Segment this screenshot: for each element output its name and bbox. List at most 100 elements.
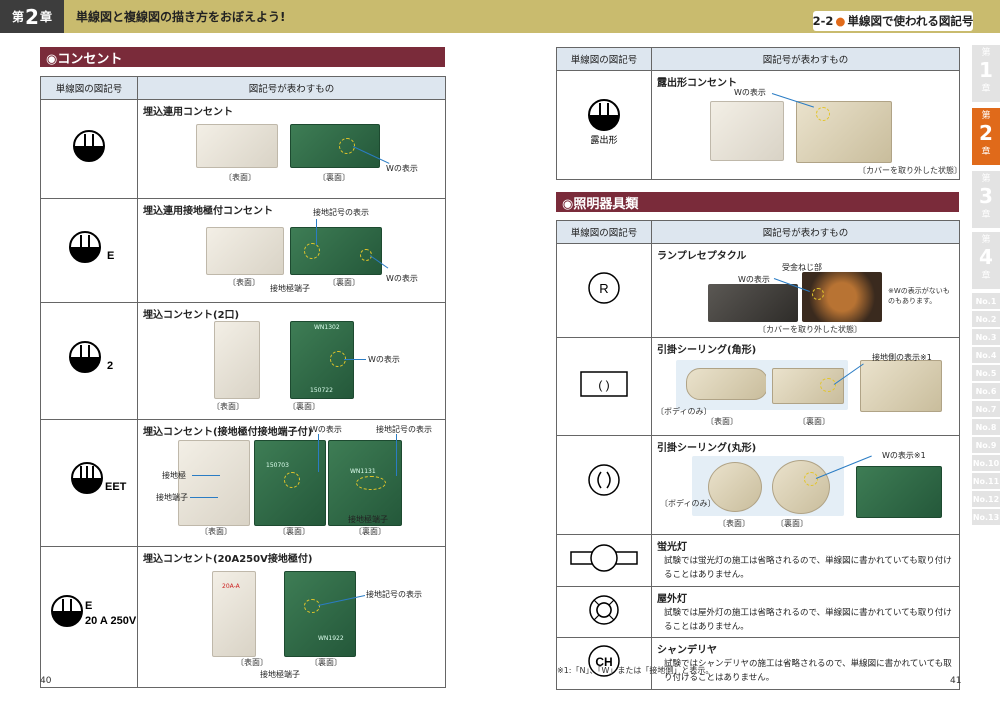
chapter-tab-3[interactable]: 第 3 章 [972, 171, 1000, 228]
photo-caption: 〔裏面〕 [278, 527, 310, 536]
item-name: 埋込連用コンセント [143, 107, 233, 118]
problem-tab[interactable]: No.1 [972, 293, 1000, 309]
exposed-outlet-open-photo [796, 101, 892, 163]
problem-tab[interactable]: No.9 [972, 437, 1000, 453]
tab-prefix: 第 [981, 48, 991, 58]
table-row: 露出形 露出形コンセント Wの表示 〔カバーを取り外した状態〕 [556, 70, 960, 180]
symbol-cell: E [40, 198, 138, 303]
double-outlet-symbol-icon: 2 [69, 341, 113, 373]
outlet-section-heading: ◉コンセント [40, 47, 445, 67]
chapter-tab-1[interactable]: 第 1 章 [972, 45, 1000, 102]
outlet-table: 単線図の図記号 図記号が表わすもの 埋込連用コンセント Wの表示 〔表面〕 〔裏… [40, 76, 446, 688]
chapter-suffix: 章 [39, 10, 52, 24]
tab-prefix: 第 [981, 235, 991, 245]
photo-caption: 〔表面〕 [200, 527, 232, 536]
table-row: EET 埋込コンセント(接地極付接地端子付) Wの表示 接地記号の表示 1507… [40, 419, 446, 547]
footnote: ※1:「N」、「W」または「接地側」と表示。 [557, 666, 714, 675]
col-header-symbol: 単線図の図記号 [556, 220, 652, 244]
callout-label: 接地極端子 [348, 515, 388, 524]
col-header-meaning: 図記号が表わすもの [651, 220, 960, 244]
problem-tab[interactable]: No.7 [972, 401, 1000, 417]
problem-tab[interactable]: No.5 [972, 365, 1000, 381]
meaning-cell: 蛍光灯 試験では蛍光灯の施工は省略されるので、単線図に書かれていても取り付けるこ… [651, 534, 960, 587]
outlet-front-photo [206, 227, 284, 275]
callout-label: 接地記号の表示 [366, 590, 422, 599]
photo-caption: 〔表面〕 [718, 519, 750, 528]
page-number-left: 40 [40, 676, 52, 686]
meaning-cell: 屋外灯 試験では屋外灯の施工は省略されるので、単線図に書かれていても取り付けるこ… [651, 586, 960, 638]
exposed-outlet-table: 単線図の図記号 図記号が表わすもの 露出形 露出形コンセント Wの表示 〔カバー… [556, 47, 960, 180]
callout-label: Wの表示 [734, 88, 766, 97]
table-row: 2 埋込コンセント(2口) WN1302 150722 Wの表示 〔表面〕 〔裏… [40, 302, 446, 420]
problem-tab[interactable]: No.11 [972, 473, 1000, 489]
round-ceiling-symbol-icon [588, 464, 620, 496]
tab-number: 4 [979, 245, 993, 269]
table-row: CH シャンデリヤ 試験ではシャンデリヤの施工は省略されるので、単線図に書かれて… [556, 637, 960, 690]
chapter-tab-4[interactable]: 第 4 章 [972, 232, 1000, 289]
outlet-back-photo [284, 571, 356, 657]
item-name: 埋込コンセント(2口) [143, 310, 240, 321]
description: 試験では蛍光灯の施工は省略されるので、単線図に書かれていても取り付けることはあり… [664, 556, 952, 580]
table-row: 屋外灯 試験では屋外灯の施工は省略されるので、単線図に書かれていても取り付けるこ… [556, 586, 960, 638]
meaning-cell: 引掛シーリング(丸形) Wの表示※1 〔ボディのみ〕 〔表面〕 〔裏面〕 [651, 435, 960, 535]
problem-tab[interactable]: No.13 [972, 509, 1000, 525]
symbol-label: E [107, 250, 114, 262]
symbol-cell: 露出形 [556, 70, 652, 180]
tab-suffix: 章 [981, 147, 991, 157]
leader-line [396, 434, 397, 476]
photo-caption: 〔裏面〕 [288, 402, 320, 411]
item-name: 露出形コンセント [657, 78, 737, 89]
symbol-cell: 2 [40, 302, 138, 420]
col-header-meaning: 図記号が表わすもの [137, 76, 446, 100]
symbol-cell [556, 435, 652, 535]
20a250v-outlet-symbol-icon: E 20 A 250V [51, 595, 137, 627]
item-name: 蛍光灯 [657, 542, 687, 553]
table-row: E 埋込連用接地極付コンセント 接地記号の表示 Wの表示 〔表面〕 〔裏面〕 接… [40, 198, 446, 303]
tab-suffix: 章 [981, 84, 991, 94]
problem-tab[interactable]: No.3 [972, 329, 1000, 345]
section-dot: ● [835, 14, 846, 28]
meaning-cell: 引掛シーリング(角形) 接地側の表示※1 〔ボディのみ〕 〔表面〕 〔裏面〕 [651, 337, 960, 436]
outlet-front-photo [196, 124, 278, 168]
photo-caption: 〔裏面〕 [354, 527, 386, 536]
section-number: 2-2 [812, 14, 834, 28]
callout-label: 接地記号の表示 [376, 425, 432, 434]
eet-outlet-symbol-icon: EET [71, 462, 127, 494]
meaning-cell: ランプレセプタクル 受金ねじ部 Wの表示 ※Wの表示がないものもあります。 〔カ… [651, 243, 960, 338]
meaning-cell: 埋込コンセント(接地極付接地端子付) Wの表示 接地記号の表示 150703 W… [137, 419, 446, 547]
product-code: WN1131 [350, 468, 376, 475]
symbol-text: CH [595, 655, 612, 669]
leader-line [316, 219, 317, 245]
description: 試験ではシャンデリヤの施工は省略されるので、単線図に書かれていても取り付けること… [664, 659, 952, 683]
symbol-cell: EET [40, 419, 138, 547]
leader-line [190, 497, 218, 498]
grounded-outlet-symbol-icon: E [69, 231, 114, 263]
callout-label: 接地極端子 [260, 670, 300, 679]
meaning-cell: 埋込連用コンセント Wの表示 〔表面〕 〔裏面〕 [137, 99, 446, 199]
problem-tab[interactable]: No.4 [972, 347, 1000, 363]
photo-caption: 〔裏面〕 [318, 173, 350, 182]
problem-tab[interactable]: No.6 [972, 383, 1000, 399]
problem-tab[interactable]: No.10 [972, 455, 1000, 471]
chandelier-symbol-icon: CH [588, 645, 620, 677]
problem-tab[interactable]: No.2 [972, 311, 1000, 327]
symbol-label: EET [105, 481, 127, 493]
square-ceiling-symbol-icon: ( ) [580, 371, 628, 397]
meaning-cell: 埋込コンセント(2口) WN1302 150722 Wの表示 〔表面〕 〔裏面〕 [137, 302, 446, 420]
symbol-label: 露出形 [590, 134, 617, 145]
table-row: 埋込連用コンセント Wの表示 〔表面〕 〔裏面〕 [40, 99, 446, 199]
highlight-marker [304, 599, 320, 613]
exposed-outlet-symbol-icon: 露出形 [588, 99, 620, 145]
highlight-marker [284, 472, 300, 488]
callout-label: 接地記号の表示 [313, 208, 369, 217]
photo-caption: 〔表面〕 [228, 278, 260, 287]
photo-caption: 〔カバーを取り外した状態〕 [858, 166, 960, 175]
symbol-cell: ( ) [556, 337, 652, 436]
chapter-tab-2[interactable]: 第 2 章 [972, 108, 1000, 165]
problem-tab[interactable]: No.8 [972, 419, 1000, 435]
problem-tab[interactable]: No.12 [972, 491, 1000, 507]
callout-label: 接地極端子 [270, 284, 310, 293]
outdoor-light-symbol-icon [589, 595, 619, 625]
